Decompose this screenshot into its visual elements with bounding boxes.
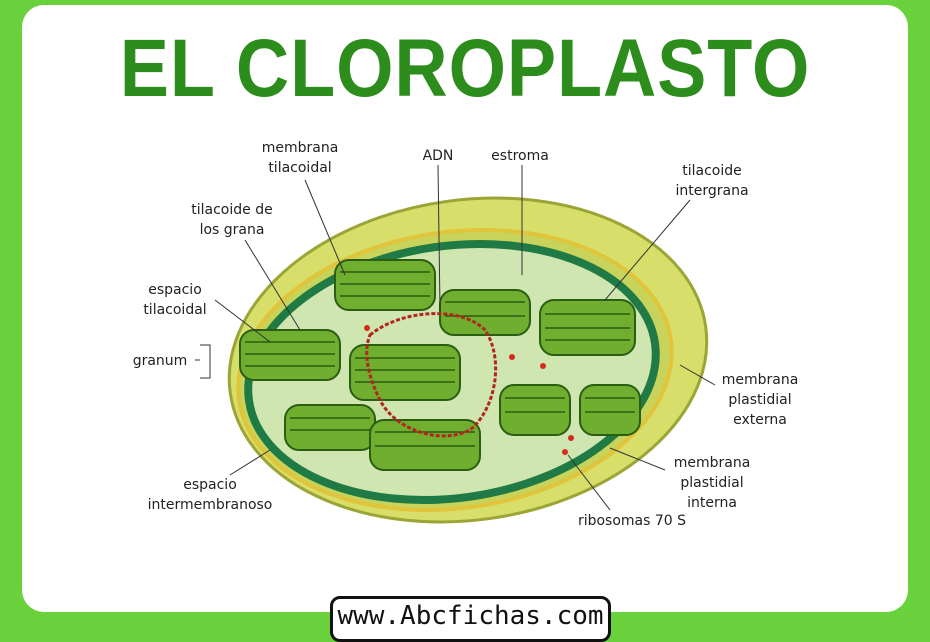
label-membrana-tilacoidal-2: tilacoidal (268, 160, 331, 176)
chloroplast (227, 196, 709, 524)
label-estroma: estroma (491, 148, 549, 164)
thylakoid-lines (245, 271, 635, 447)
labels: membrana tilacoidal ADN estroma tilacoid… (133, 140, 799, 529)
label-tilacoide-grana-1: tilacoide de (191, 202, 272, 218)
leader-lines (195, 164, 716, 511)
page-title: EL CLOROPLASTO (119, 23, 811, 114)
label-adn: ADN (423, 148, 454, 164)
label-tilacoide-grana-2: los grana (200, 222, 265, 238)
chloroplast-diagram: membrana tilacoidal ADN estroma tilacoid… (133, 140, 799, 529)
label-membrana-interna-3: interna (687, 495, 737, 511)
label-ribosomas: ribosomas 70 S (578, 513, 686, 529)
label-espacio-tilacoidal-2: tilacoidal (143, 302, 206, 318)
label-tilacoide-intergrana-1: tilacoide (682, 163, 742, 179)
label-granum: granum (133, 353, 188, 369)
dna-loop (365, 312, 498, 438)
label-espacio-intermembranoso-2: intermembranoso (148, 497, 273, 513)
label-espacio-intermembranoso-1: espacio (183, 477, 237, 493)
label-membrana-externa-1: membrana (722, 372, 799, 388)
label-membrana-externa-3: externa (733, 412, 787, 428)
label-membrana-tilacoidal-1: membrana (262, 140, 339, 156)
ribosomes (364, 325, 574, 455)
label-tilacoide-intergrana-2: intergrana (675, 183, 748, 199)
website-url: www.Abcfichas.com (330, 596, 611, 642)
label-espacio-tilacoidal-1: espacio (148, 282, 202, 298)
label-membrana-interna-2: plastidial (680, 475, 743, 491)
label-membrana-externa-2: plastidial (728, 392, 791, 408)
label-membrana-interna-1: membrana (674, 455, 751, 471)
